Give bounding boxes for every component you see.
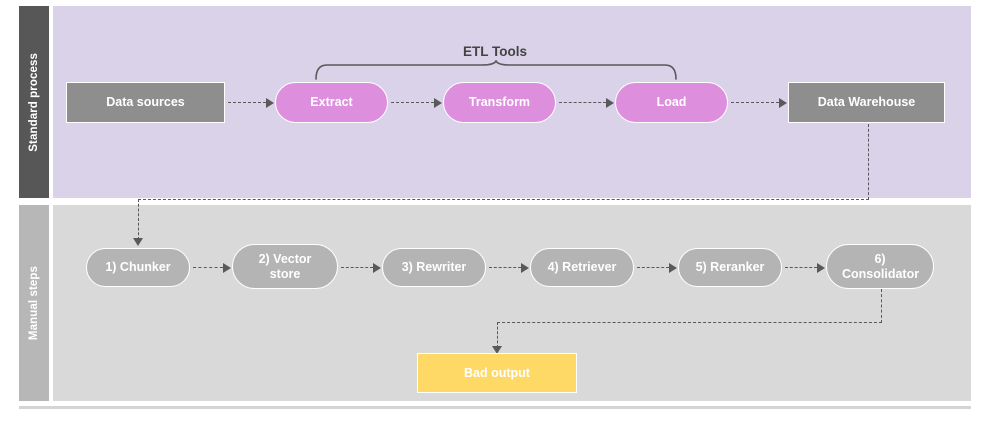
node-data-warehouse[interactable]: Data Warehouse xyxy=(788,82,945,123)
node-data-sources[interactable]: Data sources xyxy=(66,82,225,123)
node-extract[interactable]: Extract xyxy=(275,82,388,123)
arrowhead-icon xyxy=(669,263,677,273)
node-label: 3) Rewriter xyxy=(401,260,467,275)
connector-consolidator-down xyxy=(881,289,882,323)
connector-down-to-chunker xyxy=(138,199,139,240)
swimlane-header-manual-steps: Manual steps xyxy=(19,205,49,401)
node-label: Data Warehouse xyxy=(817,95,916,110)
arrowhead-icon xyxy=(434,98,442,108)
node-retriever[interactable]: 4) Retriever xyxy=(530,248,634,287)
connector-retriever-to-reranker xyxy=(637,267,669,268)
arrowhead-icon xyxy=(266,98,274,108)
node-bad-output[interactable]: Bad output xyxy=(417,353,577,393)
node-rewriter[interactable]: 3) Rewriter xyxy=(382,248,486,287)
connector-down-to-badoutput xyxy=(497,322,498,348)
node-label: 4) Retriever xyxy=(547,260,617,275)
arrowhead-icon xyxy=(779,98,787,108)
node-label: Bad output xyxy=(464,365,530,380)
connector-consolidator-across xyxy=(497,322,882,323)
node-label: Load xyxy=(656,95,687,110)
swimlane-label-standard-process: Standard process xyxy=(28,52,40,152)
connector-load-to-datawarehouse xyxy=(731,102,779,103)
node-chunker[interactable]: 1) Chunker xyxy=(86,248,190,287)
node-label: Transform xyxy=(468,95,531,110)
arrowhead-icon xyxy=(223,263,231,273)
node-label: Data sources xyxy=(106,95,185,110)
node-transform[interactable]: Transform xyxy=(443,82,556,123)
swimlane-header-standard-process: Standard process xyxy=(19,6,49,198)
connector-rewriter-to-retriever xyxy=(489,267,521,268)
connector-chunker-to-vectorstore xyxy=(193,267,223,268)
arrowhead-icon xyxy=(133,238,143,246)
node-label: 5) Reranker xyxy=(695,260,765,275)
node-reranker[interactable]: 5) Reranker xyxy=(678,248,782,287)
connector-datawarehouse-down xyxy=(868,124,869,200)
node-label: 6) Consolidator xyxy=(842,252,920,281)
connector-datasources-to-extract xyxy=(228,102,266,103)
arrowhead-icon xyxy=(373,263,381,273)
node-label: 1) Chunker xyxy=(105,260,171,275)
node-vector-store[interactable]: 2) Vector store xyxy=(232,244,338,289)
node-label: 2) Vector store xyxy=(258,252,312,281)
node-load[interactable]: Load xyxy=(615,82,728,123)
etl-tools-label: ETL Tools xyxy=(463,44,527,59)
connector-datawarehouse-across xyxy=(138,199,869,200)
connector-transform-to-load xyxy=(559,102,606,103)
connector-reranker-to-consolidator xyxy=(785,267,817,268)
node-consolidator[interactable]: 6) Consolidator xyxy=(826,244,934,289)
connector-vectorstore-to-rewriter xyxy=(341,267,373,268)
bottom-divider xyxy=(19,406,971,409)
etl-tools-brace-icon xyxy=(315,60,677,80)
arrowhead-icon xyxy=(521,263,529,273)
node-label: Extract xyxy=(310,95,353,110)
arrowhead-icon xyxy=(817,263,825,273)
arrowhead-icon xyxy=(492,346,502,354)
arrowhead-icon xyxy=(606,98,614,108)
connector-extract-to-transform xyxy=(391,102,434,103)
swimlane-label-manual-steps: Manual steps xyxy=(28,265,40,341)
